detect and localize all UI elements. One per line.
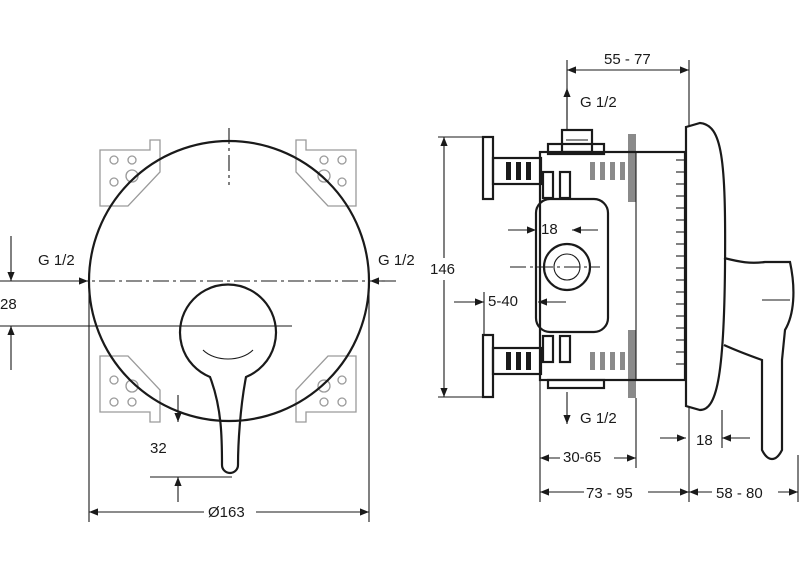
inlet-left: G 1/2 [38, 252, 88, 285]
dim-58-80: 58 - 80 [689, 455, 799, 502]
dim-5-40: 5-40 [454, 292, 566, 336]
dim-55-77-label: 55 - 77 [604, 51, 651, 68]
dim-163-label: Ø163 [208, 504, 245, 521]
g-half-right-label: G 1/2 [378, 252, 415, 269]
lever-profile [723, 256, 795, 461]
side-view [481, 121, 795, 461]
mounting-bracket-bottom-left [99, 355, 161, 423]
dim-146: 146 [430, 136, 483, 398]
dim-diameter-163: Ø163 [88, 290, 370, 522]
dim-18-upper: 18 [508, 221, 598, 238]
dim-30-65: 30-65 [539, 380, 637, 502]
valve-body [538, 150, 687, 382]
dim-32: 32 [150, 395, 182, 502]
mounting-bracket-top-right [295, 139, 357, 207]
dim-146-label: 146 [430, 261, 455, 278]
dim-73-95-label: 73 - 95 [586, 485, 633, 502]
mounting-bracket-bottom-right [295, 355, 357, 423]
outlet-bottom: G 1/2 [563, 392, 617, 427]
mounting-bracket-top-left [99, 139, 161, 207]
front-view [72, 128, 386, 478]
dim-18-upper-label: 18 [541, 221, 558, 238]
cover-plate-profile [684, 121, 727, 412]
dim-73-95: 73 - 95 [540, 406, 690, 502]
dim-55-77: 55 - 77 [566, 51, 690, 130]
dim-18-lower: 18 [660, 410, 750, 449]
dim-5-40-label: 5-40 [488, 293, 518, 310]
outlet-top: G 1/2 [563, 88, 617, 120]
lever-handle [178, 283, 278, 475]
g-half-bottom-label: G 1/2 [580, 410, 617, 427]
inlet-right: G 1/2 [370, 252, 415, 285]
dim-28-label: 28 [0, 296, 17, 313]
dim-18-lower-label: 18 [696, 432, 713, 449]
g-half-top-label: G 1/2 [580, 94, 617, 111]
g-half-left-label: G 1/2 [38, 252, 75, 269]
cartridge-window [534, 197, 610, 334]
dim-58-80-label: 58 - 80 [716, 485, 763, 502]
dim-30-65-label: 30-65 [563, 449, 601, 466]
dim-32-label: 32 [150, 440, 167, 457]
